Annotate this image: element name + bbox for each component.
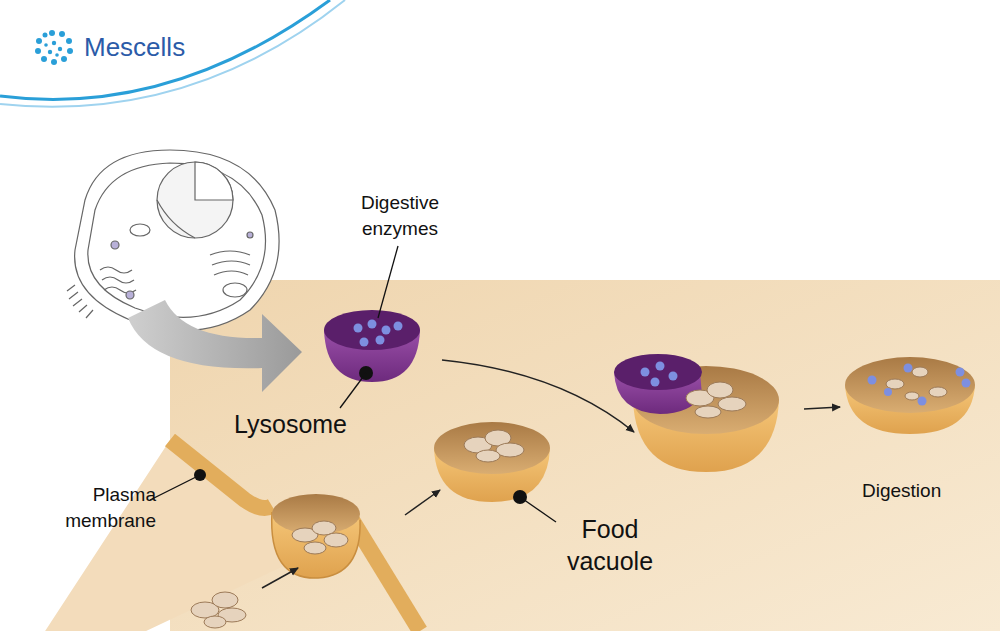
digesting-vesicle bbox=[884, 388, 892, 396]
logo-mark bbox=[44, 43, 48, 47]
logo-mark bbox=[55, 53, 59, 57]
flow-arrow bbox=[804, 407, 840, 409]
fusing-vesicle bbox=[614, 354, 702, 390]
digesting-vesicle bbox=[845, 357, 975, 434]
logo-mark bbox=[35, 48, 41, 54]
lysosome-vesicle bbox=[354, 324, 363, 333]
lysosome-vesicle bbox=[360, 338, 369, 347]
fusing-vesicle bbox=[656, 362, 665, 371]
cell-drawing bbox=[67, 285, 93, 318]
food-particles bbox=[204, 616, 226, 628]
cell-drawing bbox=[210, 251, 250, 275]
cell-drawing bbox=[75, 150, 279, 330]
food-particles bbox=[324, 533, 348, 547]
cell-drawing bbox=[130, 224, 150, 236]
logo-mark bbox=[58, 47, 62, 51]
digesting-vesicle bbox=[962, 379, 971, 388]
leader-line bbox=[520, 497, 556, 522]
digesting-vesicle bbox=[912, 367, 928, 377]
fusing-vesicle bbox=[651, 378, 660, 387]
logo-mark bbox=[48, 50, 52, 54]
flow-arrow bbox=[442, 360, 634, 432]
food-particles bbox=[304, 542, 326, 554]
plasma-membrane bbox=[0, 440, 360, 631]
part-label: Lysosome bbox=[234, 408, 384, 440]
food-vacuole bbox=[434, 422, 550, 474]
header-swoosh bbox=[0, 0, 330, 99]
fusing-vesicle bbox=[686, 382, 746, 418]
food-vacuole bbox=[464, 430, 524, 462]
food-particles bbox=[212, 592, 238, 608]
header-swoosh bbox=[0, 0, 345, 107]
digesting-vesicle bbox=[845, 357, 975, 413]
fusing-vesicle bbox=[641, 368, 650, 377]
cell-drawing bbox=[100, 267, 136, 293]
header-swoosh bbox=[0, 0, 345, 107]
digesting-vesicle bbox=[886, 379, 904, 389]
lysosome-vesicle bbox=[324, 310, 420, 382]
logo-mark bbox=[59, 31, 65, 37]
part-label: Plasma membrane bbox=[20, 482, 156, 534]
cell-drawing bbox=[126, 291, 134, 299]
digesting-vesicle bbox=[868, 376, 877, 385]
food-vacuole bbox=[434, 422, 550, 504]
step-label: Digestion bbox=[862, 478, 982, 504]
digesting-vesicle bbox=[904, 364, 913, 373]
logo-mark bbox=[49, 30, 55, 36]
cell-drawing bbox=[67, 150, 279, 330]
lysosome-vesicle bbox=[324, 310, 420, 350]
logo-mark bbox=[51, 59, 57, 65]
flow-arrow bbox=[262, 360, 840, 588]
cell-drawing bbox=[195, 162, 233, 200]
flow-arrow bbox=[405, 490, 440, 515]
cell-drawing bbox=[111, 241, 119, 249]
digesting-vesicle bbox=[886, 367, 947, 400]
brand-name: Mescells bbox=[84, 31, 244, 63]
digesting-vesicle bbox=[929, 387, 947, 397]
part-label: Digestive enzymes bbox=[345, 190, 455, 242]
logo-mark bbox=[41, 56, 47, 62]
cell-drawing bbox=[223, 283, 247, 297]
plasma-membrane bbox=[272, 494, 360, 534]
background-panel bbox=[170, 280, 1000, 631]
plasma-membrane bbox=[0, 440, 420, 631]
leader-line bbox=[340, 373, 366, 408]
lysosome-vesicle bbox=[368, 320, 377, 329]
logo-mark bbox=[43, 33, 48, 38]
cell-drawing bbox=[157, 162, 233, 238]
lysosome-vesicle bbox=[394, 322, 403, 331]
food-vacuole bbox=[476, 450, 500, 462]
lysosome-vesicle bbox=[376, 336, 385, 345]
leader-line bbox=[150, 475, 200, 500]
leader-line bbox=[378, 246, 398, 318]
logo-mark bbox=[67, 48, 73, 54]
logo-mark bbox=[52, 41, 56, 45]
leader-line bbox=[150, 246, 556, 522]
cell-drawing bbox=[157, 200, 195, 238]
plasma-membrane bbox=[170, 440, 272, 508]
zoom-arrow bbox=[128, 300, 302, 392]
plasma-membrane bbox=[352, 520, 420, 631]
cell-drawing bbox=[88, 163, 266, 317]
flow-arrow bbox=[262, 568, 298, 588]
digesting-vesicle bbox=[905, 392, 919, 400]
logo-mark bbox=[66, 38, 72, 44]
logo-mark bbox=[36, 38, 42, 44]
fusing-vesicle bbox=[718, 397, 746, 411]
logo-mark bbox=[61, 56, 67, 62]
fusing-vesicle bbox=[614, 354, 779, 472]
part-label: Food vacuole bbox=[548, 513, 672, 577]
lysosome-vesicle bbox=[382, 326, 391, 335]
fusing-vesicle bbox=[707, 382, 733, 398]
fusing-vesicle bbox=[695, 406, 721, 418]
cell-drawing bbox=[247, 232, 253, 238]
fusing-vesicle bbox=[669, 372, 678, 381]
digesting-vesicle bbox=[918, 397, 927, 406]
food-particles bbox=[191, 521, 348, 628]
digesting-vesicle bbox=[956, 368, 965, 377]
logo-mark bbox=[35, 30, 73, 65]
